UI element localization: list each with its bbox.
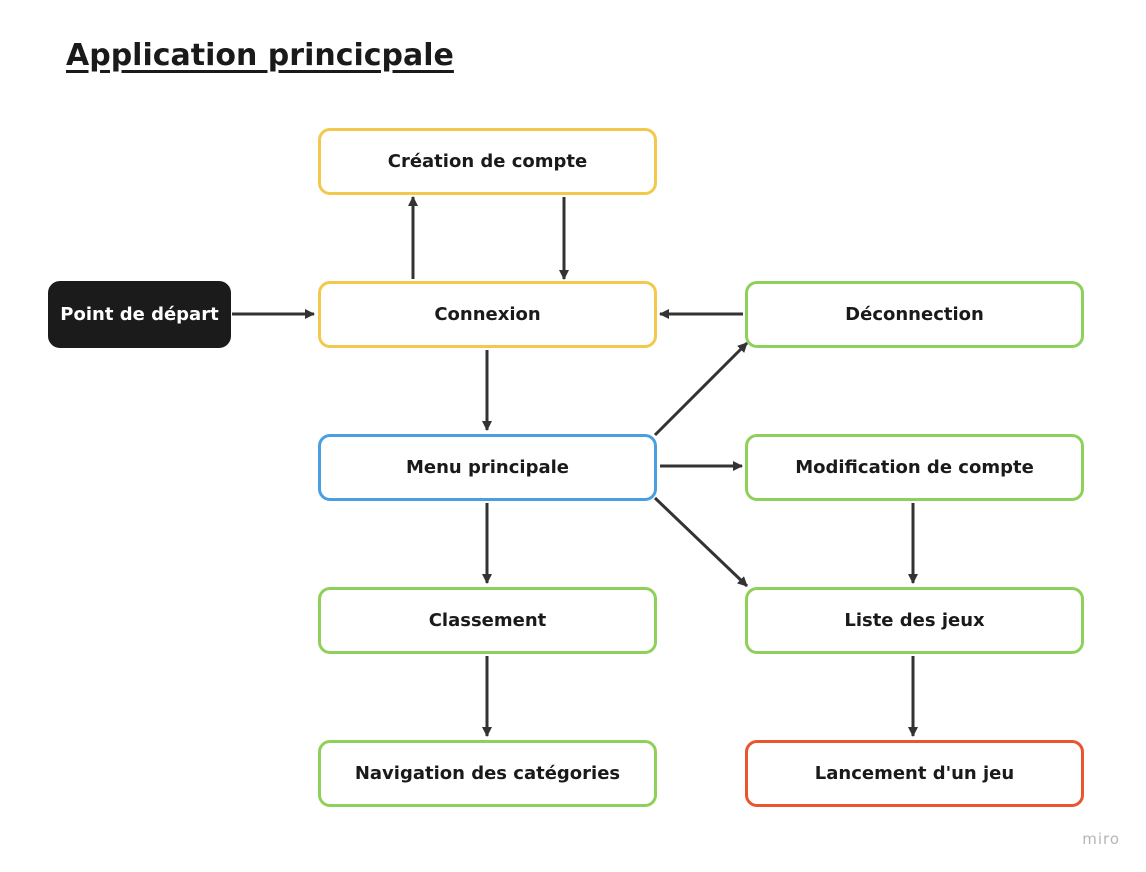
node-liste[interactable]: Liste des jeux xyxy=(745,587,1084,654)
node-modification[interactable]: Modification de compte xyxy=(745,434,1084,501)
node-liste-label: Liste des jeux xyxy=(844,610,985,631)
node-lancement[interactable]: Lancement d'un jeu xyxy=(745,740,1084,807)
node-deconnection-label: Déconnection xyxy=(845,304,984,325)
arrow-menu-to-deconnection xyxy=(653,341,749,437)
node-navigation-label: Navigation des catégories xyxy=(354,763,621,784)
node-connexion-label: Connexion xyxy=(434,304,541,325)
node-lancement-label: Lancement d'un jeu xyxy=(814,763,1015,784)
node-start-label: Point de départ xyxy=(60,304,219,325)
diagram-title: Application princicpale xyxy=(66,38,454,73)
node-connexion[interactable]: Connexion xyxy=(318,281,657,348)
node-menu[interactable]: Menu principale xyxy=(318,434,657,501)
node-creation-label: Création de compte xyxy=(387,151,588,172)
arrow-menu-to-liste xyxy=(653,496,749,588)
node-menu-label: Menu principale xyxy=(405,457,569,478)
node-deconnection[interactable]: Déconnection xyxy=(745,281,1084,348)
node-creation[interactable]: Création de compte xyxy=(318,128,657,195)
node-modification-label: Modification de compte xyxy=(795,457,1034,478)
node-classement-label: Classement xyxy=(428,610,547,631)
node-navigation[interactable]: Navigation des catégories xyxy=(318,740,657,807)
node-classement[interactable]: Classement xyxy=(318,587,657,654)
miro-watermark: miro xyxy=(1082,830,1120,848)
node-start[interactable]: Point de départ xyxy=(48,281,231,348)
